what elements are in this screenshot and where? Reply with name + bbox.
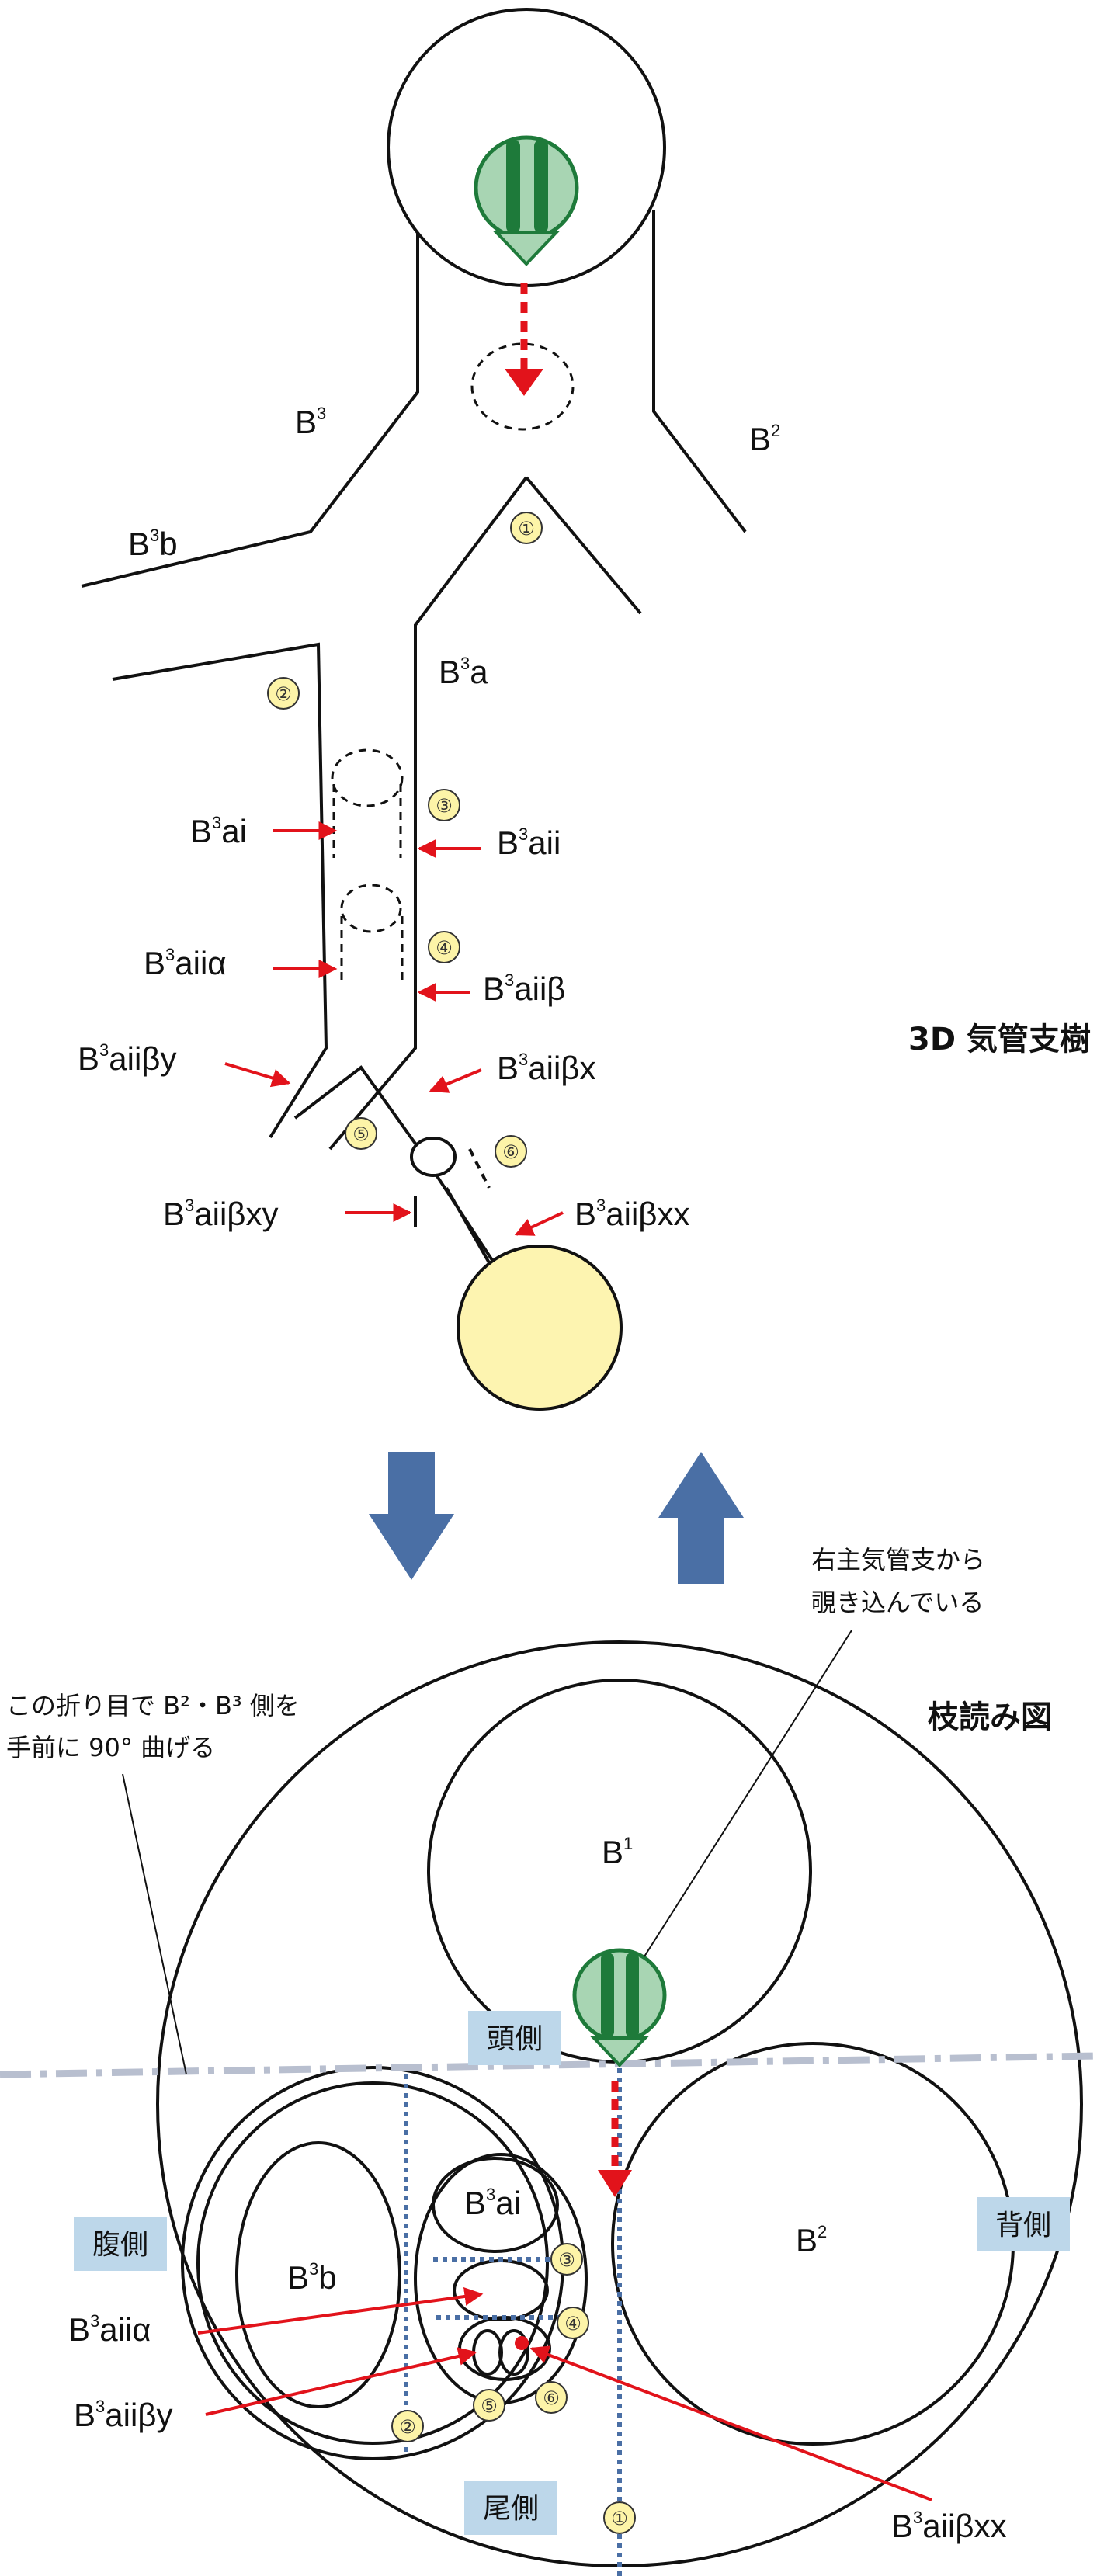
b3aii-beta-x-ellipse xyxy=(498,2329,529,2376)
branch-reading-diagram xyxy=(156,1640,1083,2567)
bronchial-tree-3d xyxy=(81,8,747,1321)
b3b-ellipse xyxy=(235,2141,401,2408)
tree-branch-bead xyxy=(410,1137,457,1177)
label-bv-b1: B1 xyxy=(602,1834,633,1870)
dashed-b3aii-ring xyxy=(340,884,402,933)
svg-text:尾側: 尾側 xyxy=(483,2493,539,2525)
branch-markers: ③ ④ ⑤ ⑥ ② ① xyxy=(391,2243,636,2534)
marker-6: ⑥ xyxy=(502,1141,519,1163)
tree-dashed-stub xyxy=(468,1148,491,1189)
label-b3aii: B3aii xyxy=(497,825,561,861)
b3aii-beta-y-ellipse xyxy=(472,2329,503,2376)
badge-caudal xyxy=(464,2481,557,2535)
arrow-down-icon xyxy=(369,1452,454,1580)
tree-markers: ① ② ③ ④ ⑤ ⑥ xyxy=(267,512,543,1168)
b3ai-ellipse xyxy=(432,2157,559,2253)
badge-ventral xyxy=(74,2217,167,2271)
marker-5: ⑤ xyxy=(352,1123,370,1145)
label-bv-b3b: B3b xyxy=(287,2259,337,2296)
label-b3aii-beta: B3aiiβ xyxy=(483,970,565,1007)
bv-marker-6: ⑥ xyxy=(543,2387,560,2409)
fold-leader-line xyxy=(122,1773,187,2075)
b3aii-alpha-ellipse xyxy=(453,2259,549,2321)
tree-b3a-left-wall xyxy=(112,642,328,1139)
bottom-view-arrowhead xyxy=(598,2170,632,2197)
label-b3ai: B3ai xyxy=(190,813,247,849)
direction-badges: 頭側 腹側 背側 尾側 xyxy=(74,2011,1070,2535)
label-b3a: B3a xyxy=(439,654,488,690)
tree-left-outer-wall xyxy=(81,233,419,588)
label-bv-b3aii-beta-xx: B3aiiβxx xyxy=(891,2508,1006,2544)
label-b2: B2 xyxy=(749,421,780,457)
view-direction-arrowhead xyxy=(505,369,543,396)
branch-pointer-arrows xyxy=(197,2287,932,2501)
arrow-up-icon xyxy=(658,1452,744,1584)
badge-cranial xyxy=(468,2011,561,2065)
tree-b3a-right-wall xyxy=(328,476,528,1151)
target-dot xyxy=(515,2336,529,2350)
marker-4: ④ xyxy=(436,937,453,959)
tree-y-split xyxy=(293,1065,421,1151)
tree-title: 3D 気管支樹 xyxy=(908,1022,1091,1057)
dotted-branch-guides xyxy=(404,2050,622,2576)
bv-marker-2: ② xyxy=(399,2416,416,2438)
bv-marker-5: ⑤ xyxy=(481,2395,498,2417)
tree-dashed-cylinders xyxy=(331,342,575,986)
label-b3aii-beta-x: B3aiiβx xyxy=(497,1050,595,1086)
label-b3: B3 xyxy=(295,404,326,440)
viewpoint-note-line2: 覗き込んでいる xyxy=(811,1588,984,1617)
tree-carina-right xyxy=(525,476,642,615)
dashed-viewpoint-ring xyxy=(470,342,575,431)
b3-outer-ellipse xyxy=(181,2066,564,2460)
viewpoint-leader-line xyxy=(644,1630,852,1957)
label-bv-b3ai: B3ai xyxy=(464,2185,521,2221)
svg-text:腹側: 腹側 xyxy=(92,2229,148,2261)
bronchoscope-bottom-icon xyxy=(572,1948,667,2067)
label-b3aii-beta-y: B3aiiβy xyxy=(78,1040,176,1077)
marker-2: ② xyxy=(275,683,292,705)
bv-marker-1: ① xyxy=(611,2508,628,2529)
svg-text:背側: 背側 xyxy=(995,2210,1051,2241)
dashed-b3ai-ring xyxy=(331,748,404,807)
terminal-bronchiole xyxy=(457,1245,623,1411)
branch-view-title: 枝読み図 xyxy=(928,1699,1052,1735)
label-bv-b3aii-alpha: B3aiiα xyxy=(68,2311,151,2348)
badge-dorsal xyxy=(977,2197,1070,2251)
bv-marker-3: ③ xyxy=(558,2249,575,2271)
b3-inner-ellipse xyxy=(196,2081,549,2445)
fold-note-line1: この折り目で B²・B³ 側を xyxy=(6,1691,300,1720)
dashed-b3ai-walls xyxy=(332,784,402,858)
label-b3aii-beta-xx: B3aiiβxx xyxy=(575,1196,689,1232)
tree-right-outer-wall xyxy=(652,210,747,533)
bv-marker-4: ④ xyxy=(564,2313,581,2335)
dashed-b3aii-walls xyxy=(340,916,404,986)
label-b3b: B3b xyxy=(128,526,178,562)
marker-3: ③ xyxy=(436,795,453,817)
label-bv-b3aii-beta-y: B3aiiβy xyxy=(74,2397,172,2433)
trachea-outline xyxy=(156,1640,1083,2567)
fold-note-line2: 手前に 90° 曲げる xyxy=(6,1733,215,1762)
label-b3aii-alpha: B3aiiα xyxy=(144,945,227,981)
tree-pointer-arrows xyxy=(224,821,564,1236)
marker-1: ① xyxy=(518,518,535,540)
viewpoint-note-line1: 右主気管支から xyxy=(811,1545,985,1574)
svg-text:頭側: 頭側 xyxy=(487,2023,543,2055)
label-b3aii-beta-xy: B3aiiβxy xyxy=(163,1196,278,1232)
bronchoscope-icon xyxy=(474,135,579,266)
label-bv-b2: B2 xyxy=(796,2222,827,2258)
